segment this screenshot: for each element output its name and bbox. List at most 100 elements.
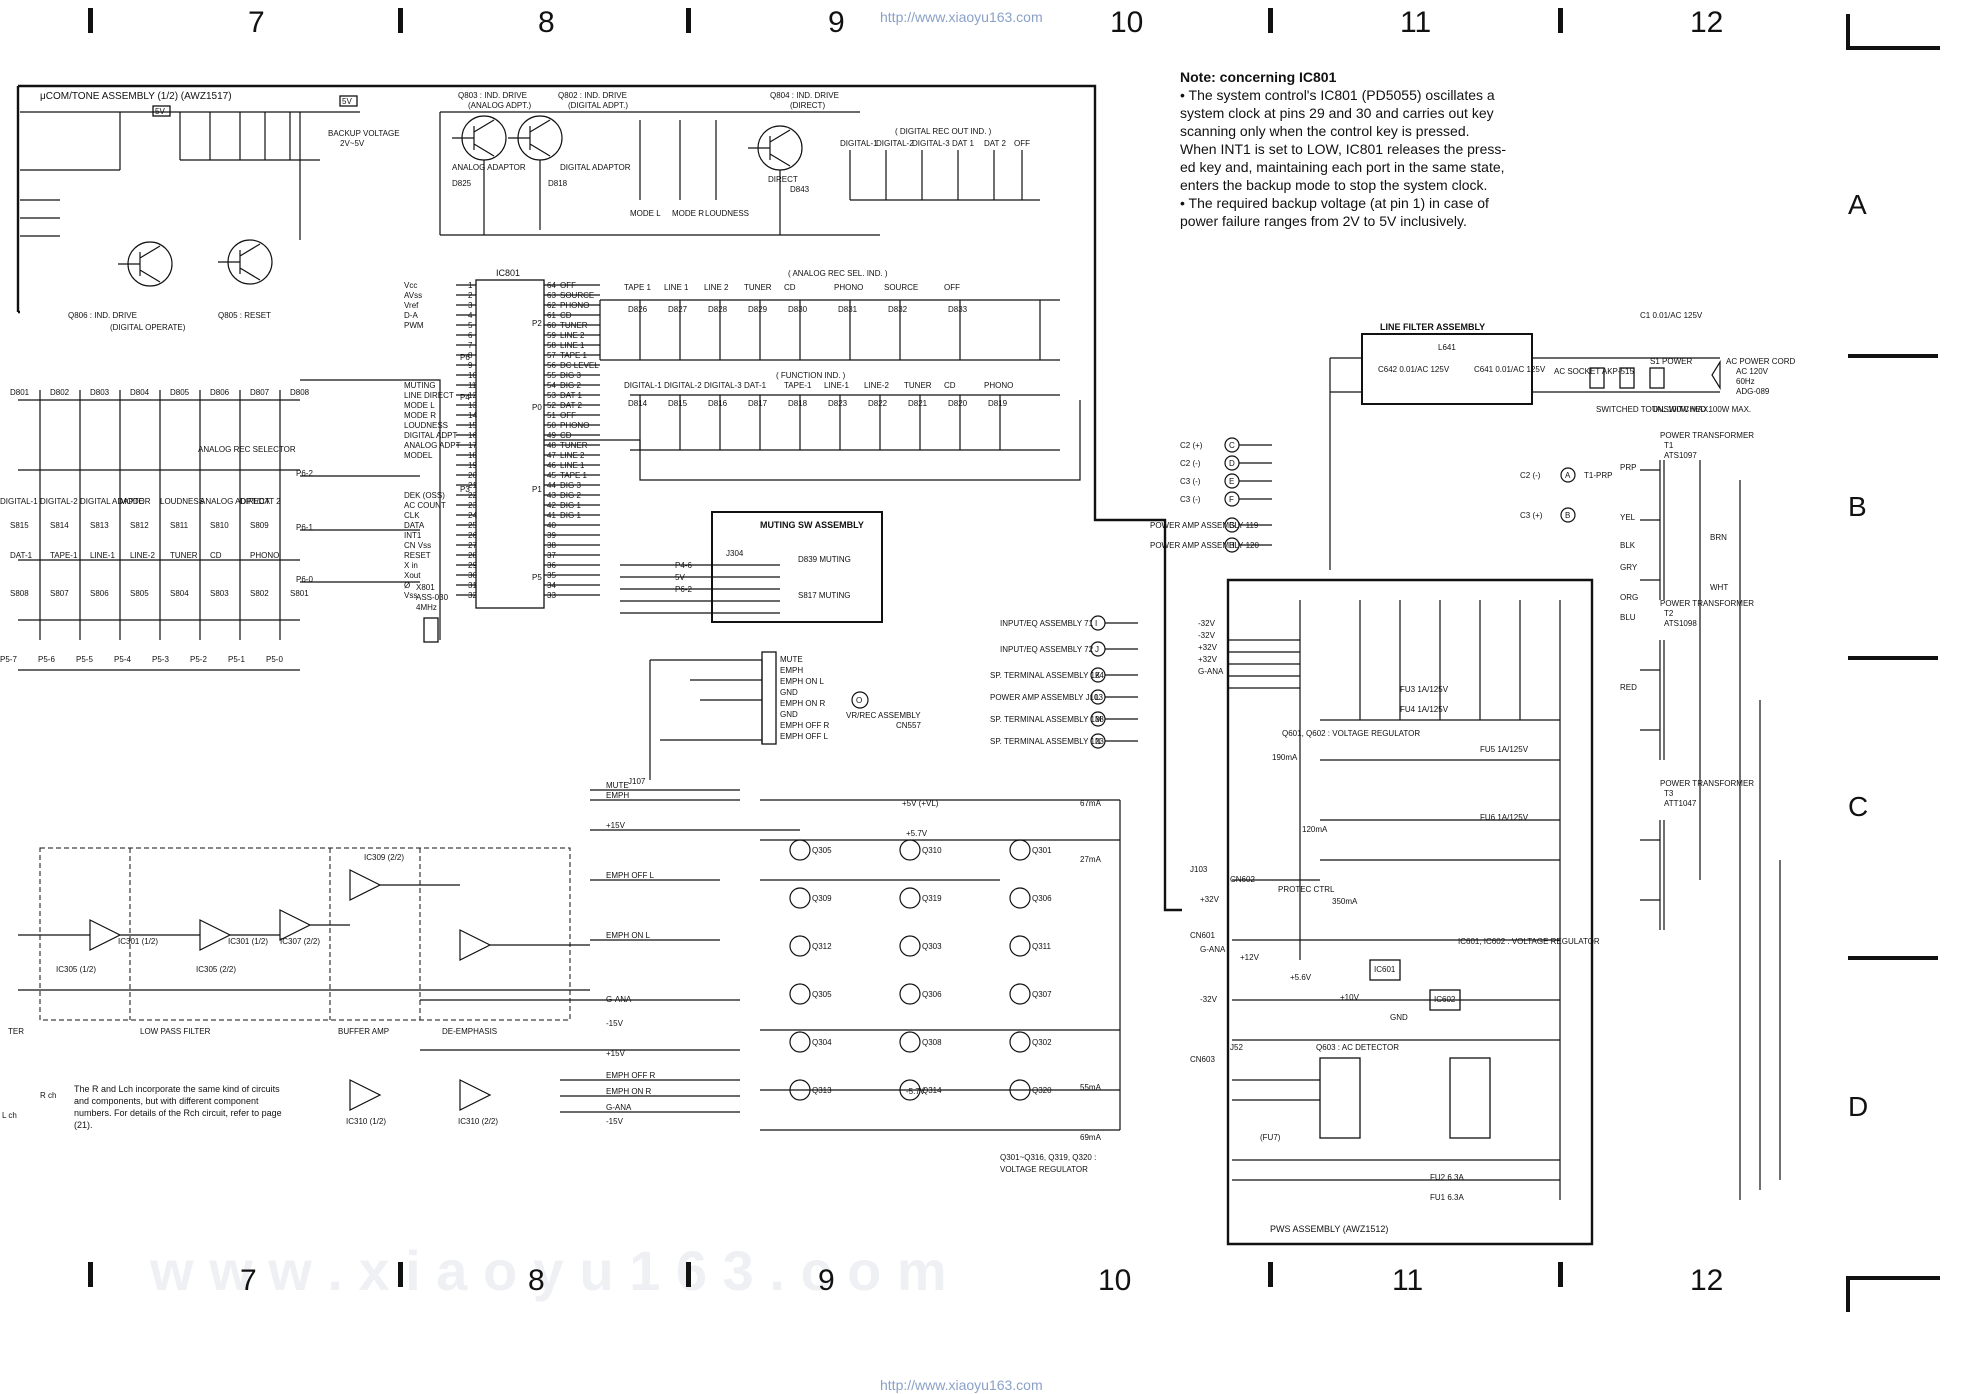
diode-ref: D804 xyxy=(130,388,150,397)
transistor-ref: Q306 xyxy=(922,990,942,999)
ic801-pin-signal: TAPE 1 xyxy=(560,471,588,480)
watermark-url-top: http://www.xiaoyu163.com xyxy=(880,9,1043,25)
connector-label: C3 (-) xyxy=(1180,495,1201,504)
ic801-pin-signal: LINE 2 xyxy=(560,331,585,340)
pws-fuse: FU2 6.3A xyxy=(1430,1173,1464,1182)
led-label: DIGITAL-1 xyxy=(624,381,662,390)
connector-label: C3 (-) xyxy=(1180,477,1201,486)
led-ref: D822 xyxy=(868,399,888,408)
crystal-x801: X801 ASS-030 4MHz xyxy=(416,583,449,643)
ic801: IC801 1Vcc2AVss3Vref4D-A5PWM67891011MUTI… xyxy=(404,268,600,609)
cn557-pin: GND xyxy=(780,710,798,719)
socket-label: SWITCHED TOTAL 100W MAX. xyxy=(1596,405,1710,414)
section-label: BUFFER AMP xyxy=(338,1027,389,1036)
ic-label: IC301 (1/2) xyxy=(228,937,268,946)
j107-signal: +15V xyxy=(606,821,626,830)
pws-connector: CN603 xyxy=(1190,1055,1215,1064)
current-label: 27mA xyxy=(1080,855,1102,864)
ic-label: IC310 (1/2) xyxy=(346,1117,386,1126)
connector-ref: E xyxy=(1229,477,1234,486)
j107-signal: EMPH OFF L xyxy=(606,871,655,880)
d839-muting: D839 MUTING xyxy=(798,555,851,564)
transistor-ref: Q319 xyxy=(922,894,942,903)
ic801-pin-number: 30 xyxy=(468,571,477,580)
grid-col-8-top: 8 xyxy=(538,6,555,39)
ic801-pin-signal: PWM xyxy=(404,321,424,330)
pws-rail: +32V xyxy=(1200,895,1220,904)
grid-row-d: D xyxy=(1848,1091,1868,1122)
port-p62: P6-2 xyxy=(296,469,313,478)
switch-ref: S811 xyxy=(170,521,189,530)
pws-current: 120mA xyxy=(1302,825,1328,834)
cn557-pin: EMPH xyxy=(780,666,803,675)
connector-label: POWER AMP ASSEMBLY J103 xyxy=(990,693,1103,702)
ucom-tone-assembly: μCOM/TONE ASSEMBLY (1/2) (AWZ1517) 5V 5V… xyxy=(16,84,1182,912)
pws-fuse: FU6 1A/125V xyxy=(1480,813,1529,822)
ic801-pin-number: 59 xyxy=(547,331,556,340)
diode-ref: D801 xyxy=(10,388,30,397)
led-ref: D831 xyxy=(838,305,858,314)
grid-col-9-top: 9 xyxy=(828,6,845,39)
transformer-label: POWER TRANSFORMER xyxy=(1660,599,1754,608)
port-p5: P5-3 xyxy=(152,655,169,664)
section-label: LOW PASS FILTER xyxy=(140,1027,211,1036)
q806-sub: (DIGITAL OPERATE) xyxy=(110,323,186,332)
ic801-pin-signal: MUTING xyxy=(404,381,436,390)
ac-socket-label: AC SOCKET AKP-515 xyxy=(1554,367,1634,376)
led-ref: D832 xyxy=(888,305,908,314)
switch-label: TUNER xyxy=(170,551,198,560)
switch-ref: S807 xyxy=(50,589,69,598)
pws-connector: J52 xyxy=(1230,1043,1243,1052)
ic801-pin-signal: ANALOG ADPT xyxy=(404,441,461,450)
led-ref: D815 xyxy=(668,399,688,408)
led-label: CD xyxy=(944,381,956,390)
transistor-ref: Q309 xyxy=(812,894,832,903)
ic801-pin-signal: PHONO xyxy=(560,421,589,430)
led-ref: D823 xyxy=(828,399,848,408)
ic801-pin-number: 50 xyxy=(547,421,556,430)
ic801-pin-number: 40 xyxy=(547,521,556,530)
pws-current: 190mA xyxy=(1272,753,1298,762)
wire-color: GRY xyxy=(1620,563,1638,572)
ic801-pin-number: 35 xyxy=(547,571,556,580)
ic801-pin-number: 9 xyxy=(468,361,473,370)
j107-signal: G-ANA xyxy=(606,995,632,1004)
ic801-pin-signal: CD xyxy=(560,431,572,440)
connector-ref-circle xyxy=(1560,507,1576,523)
ic801-pin-signal: LINE DIRECT xyxy=(404,391,454,400)
ic801-pin-number: 29 xyxy=(468,561,477,570)
led-ref: D830 xyxy=(788,305,808,314)
ic-label: IC309 (2/2) xyxy=(364,853,404,862)
pws-rail: -32V xyxy=(1200,995,1218,1004)
ic801-pin-number: 10 xyxy=(468,371,477,380)
rch-note-line: and components, but with different compo… xyxy=(74,1096,259,1106)
transistor-ref: Q320 xyxy=(1032,1086,1052,1095)
connector-ref: A xyxy=(1565,471,1571,480)
transformer-part: ATS1098 xyxy=(1664,619,1697,628)
ic801-pin-number: 25 xyxy=(468,521,477,530)
pws-connector: CN601 xyxy=(1190,931,1215,940)
led-loudness: LOUDNESS xyxy=(705,209,749,218)
wire-color: BLK xyxy=(1620,541,1636,550)
ic801-pin-signal: CD xyxy=(560,311,572,320)
connector-ref: F xyxy=(1229,495,1234,504)
transistor-ref: Q305 xyxy=(812,846,832,855)
ic801-pin-number: 51 xyxy=(547,411,556,420)
wire-color: YEL xyxy=(1620,513,1636,522)
transistor-ref: Q312 xyxy=(812,942,832,951)
connector-label: C3 (+) xyxy=(1520,511,1543,520)
switch-ref: S801 xyxy=(290,589,309,598)
analog-rec-sel-title: ( ANALOG REC SEL. IND. ) xyxy=(788,269,888,278)
ic801-pin-signal: CN Vss xyxy=(404,541,431,550)
q805-label: Q805 : RESET xyxy=(218,311,271,320)
crystal-part: ASS-030 xyxy=(416,593,449,602)
led-label: DIGITAL-3 xyxy=(912,139,950,148)
pws-title: PWS ASSEMBLY (AWZ1512) xyxy=(1270,1224,1388,1234)
pws-assembly: PWS ASSEMBLY (AWZ1512) Q601, Q602 : VOLT… xyxy=(1190,578,1600,1246)
led-label: CD xyxy=(784,283,796,292)
led-analog-adaptor: ANALOG ADAPTOR xyxy=(452,163,526,172)
ic801-pin-number: 18 xyxy=(468,451,477,460)
ic-label: IC305 (1/2) xyxy=(56,965,96,974)
note-line: • The required backup voltage (at pin 1)… xyxy=(1180,195,1489,211)
